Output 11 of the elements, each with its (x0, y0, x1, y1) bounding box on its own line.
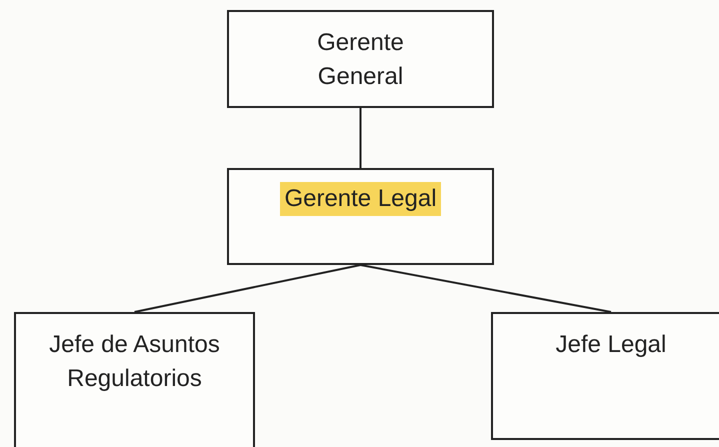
role-title: Jefe Legal (554, 330, 668, 360)
org-box (227, 10, 494, 108)
connector-line (360, 264, 612, 313)
org-box (227, 168, 494, 265)
connector-line (134, 264, 361, 313)
role-title: Gerente General (316, 28, 405, 92)
role-title: Gerente Legal (280, 182, 441, 216)
connector-line (360, 108, 362, 168)
org-box (491, 312, 719, 440)
org-box (14, 312, 255, 447)
role-title: Jefe de Asuntos Regulatorios (48, 330, 221, 394)
